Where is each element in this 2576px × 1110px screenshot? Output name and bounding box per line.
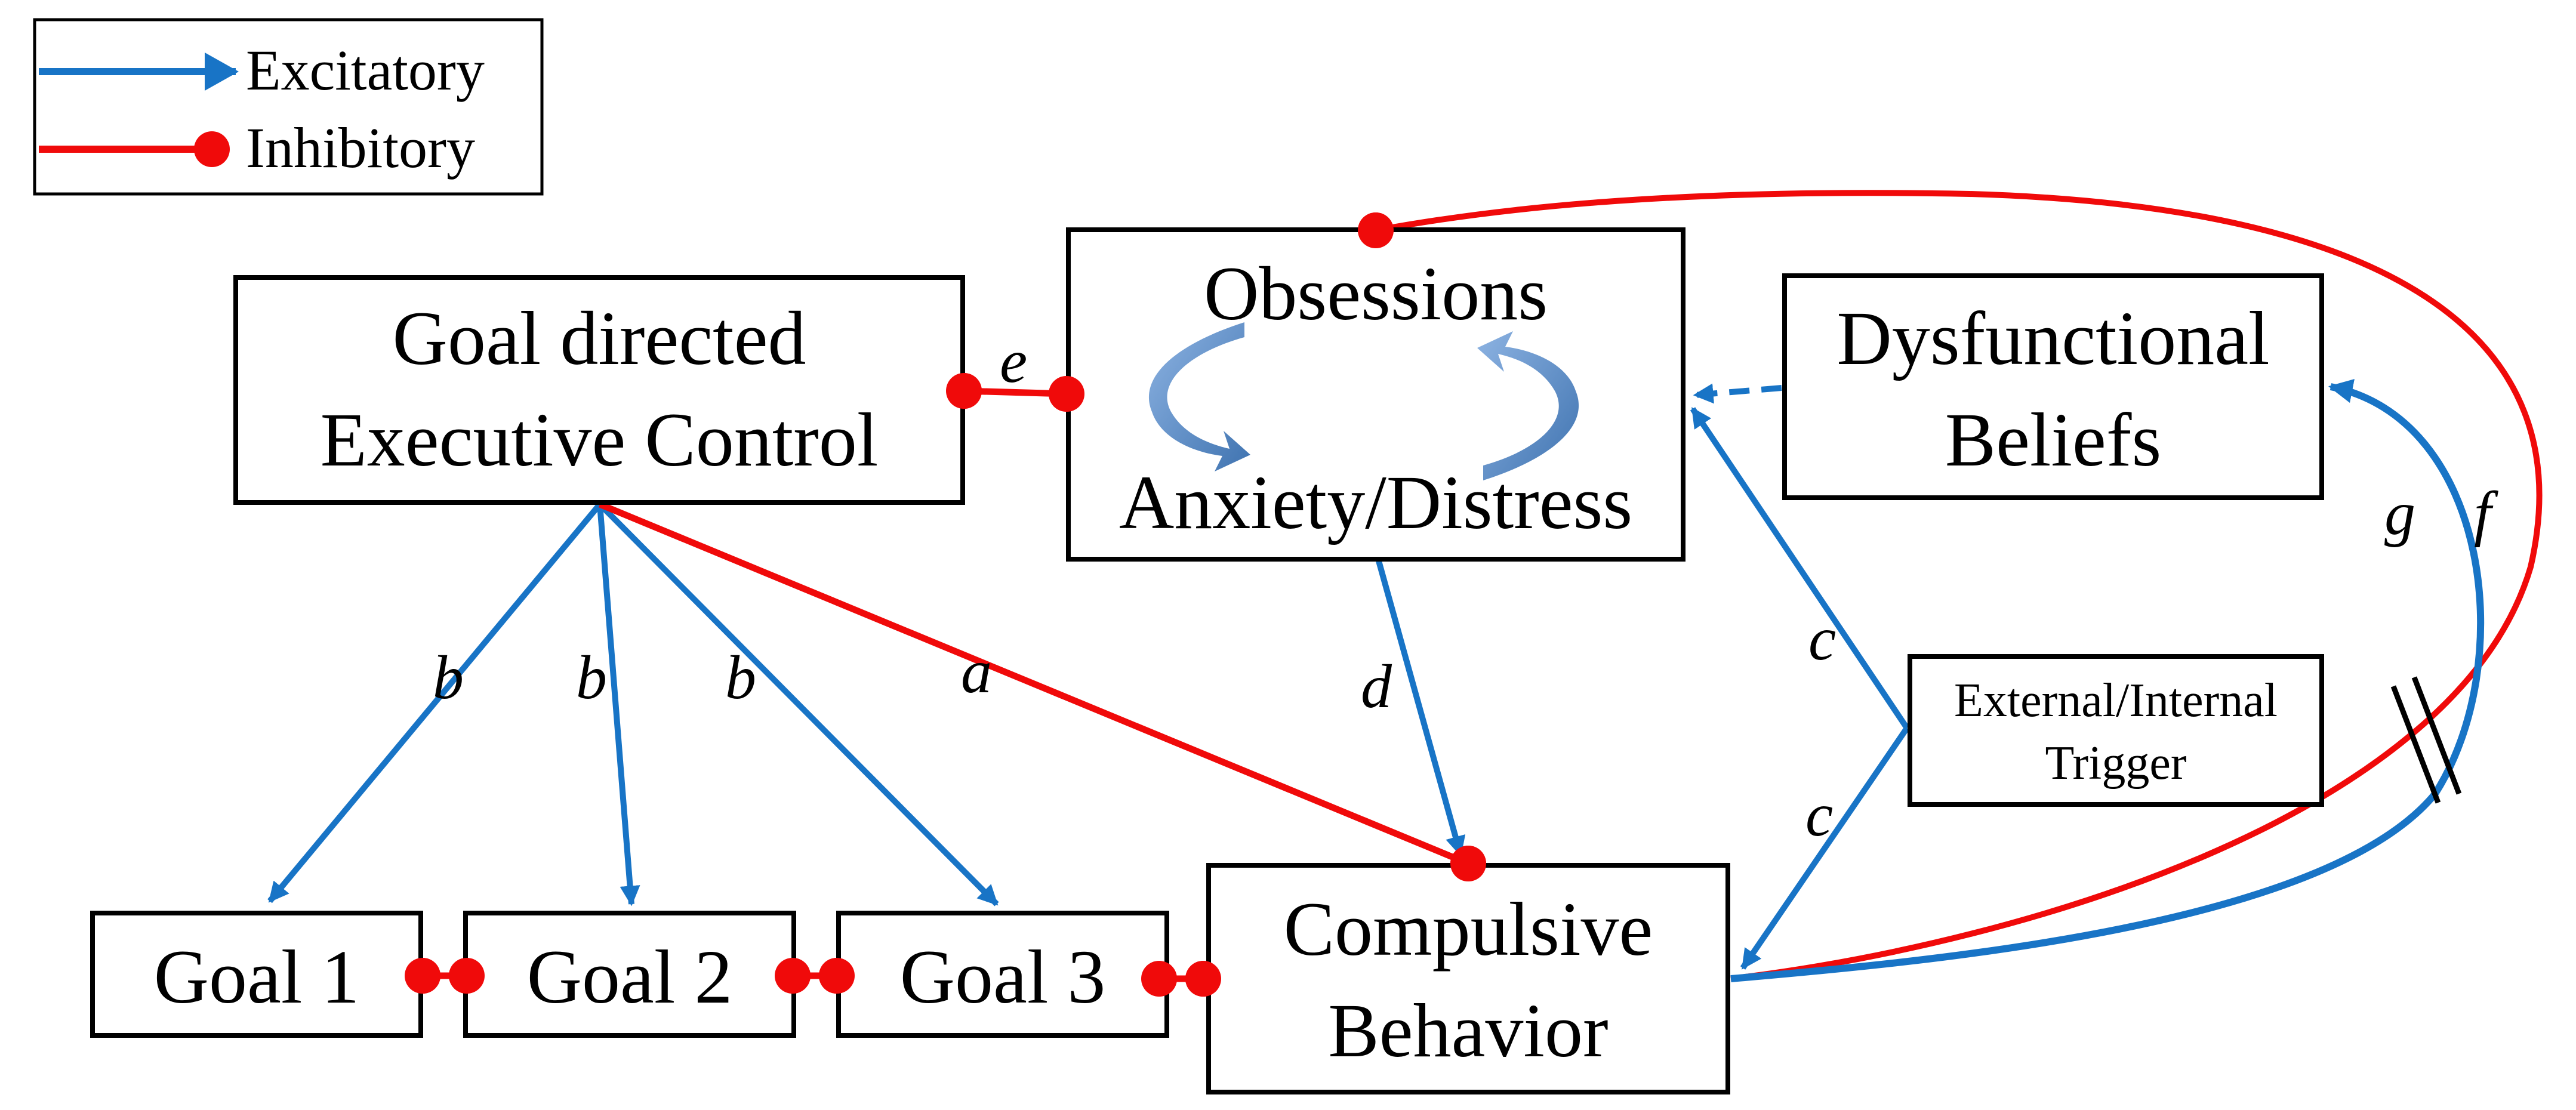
legend-inhibitory-label: Inhibitory <box>246 116 475 180</box>
label-b2: b <box>576 643 607 712</box>
edge-beliefs-dashed <box>1693 383 1782 404</box>
edge-a-inhibitory <box>598 501 1470 867</box>
legend-inhibitory-dot <box>194 131 230 167</box>
legend: Excitatory Inhibitory <box>33 18 544 196</box>
goal1-box <box>90 911 423 1038</box>
obsessions-box <box>1066 227 1686 562</box>
edge-c-lower <box>1740 726 1910 970</box>
legend-frame <box>33 18 544 196</box>
compulsive-box <box>1206 863 1730 1094</box>
label-g: g <box>2384 479 2415 548</box>
goal1-goal2-dot-right-top <box>449 958 485 994</box>
executive-control-box <box>233 275 965 505</box>
legend-excitatory-label: Excitatory <box>246 38 485 102</box>
beliefs-line2: Beliefs <box>1945 397 2162 482</box>
node-obsessions-anxiety: Obsessions Anxiety/Distress <box>1066 227 1686 562</box>
goal3-compulsive-dot-left-top <box>1141 961 1177 997</box>
label-c-upper: c <box>1808 605 1836 673</box>
edge-e-dot-right-top <box>1049 376 1084 412</box>
cycle-arrow-left-icon <box>1148 322 1250 471</box>
label-c-lower: c <box>1805 781 1833 849</box>
node-goal3: Goal 3 <box>836 911 1169 1038</box>
edge-g-break-mark-2 <box>2411 676 2462 795</box>
goal2-goal3-dot-right-top <box>819 958 855 994</box>
goal3-box <box>836 911 1169 1038</box>
trigger-line1: External/Internal <box>1954 674 2278 727</box>
edge-d-excitatory <box>1376 560 1466 857</box>
node-goal2: Goal 2 <box>463 911 796 1038</box>
legend-excitatory-arrowhead <box>205 53 239 91</box>
label-a: a <box>961 637 992 706</box>
edge-g-break-mark-1 <box>2390 685 2441 804</box>
edge-b-goal2 <box>597 504 640 906</box>
edge-labels: b b b a d e c c g f <box>433 327 2498 849</box>
label-b1: b <box>433 643 464 712</box>
node-dysfunctional-beliefs: Dysfunctional Beliefs <box>1782 273 2324 500</box>
goal1-label: Goal 1 <box>154 935 360 1019</box>
anxiety-distress-label: Anxiety/Distress <box>1119 460 1632 545</box>
label-b3: b <box>725 643 756 712</box>
beliefs-line1: Dysfunctional <box>1837 296 2269 381</box>
goal2-label: Goal 2 <box>527 935 733 1019</box>
node-trigger: External/Internal Trigger <box>1908 654 2324 807</box>
node-executive-control: Goal directed Executive Control <box>233 275 965 505</box>
executive-control-line1: Goal directed <box>393 296 806 381</box>
node-goal1: Goal 1 <box>90 911 423 1038</box>
edge-f-inhibitory <box>1375 190 2543 982</box>
goal1-goal2-dot-left-top <box>405 958 440 994</box>
obsessions-label: Obsessions <box>1204 251 1548 336</box>
goal3-label: Goal 3 <box>900 935 1106 1019</box>
trigger-box <box>1908 654 2324 807</box>
label-f: f <box>2474 479 2498 548</box>
edge-b-goal3 <box>597 502 999 906</box>
edge-f-dot-top <box>1358 212 1394 248</box>
compulsive-line1: Compulsive <box>1284 887 1653 972</box>
edge-g-excitatory <box>1730 379 2485 982</box>
edge-b-goal1 <box>267 502 602 904</box>
cycle-arrow-right-icon <box>1477 331 1579 480</box>
compulsive-line2: Behavior <box>1328 988 1608 1073</box>
trigger-line2: Trigger <box>2045 737 2186 790</box>
node-compulsive-behavior: Compulsive Behavior <box>1206 863 1730 1094</box>
goal2-goal3-dot-left-top <box>775 958 811 994</box>
edge-e-dot-left-top <box>946 373 982 409</box>
label-d: d <box>1361 652 1392 721</box>
edge-a-dot-top <box>1450 846 1486 881</box>
executive-control-line2: Executive Control <box>321 397 879 482</box>
beliefs-box <box>1782 273 2324 500</box>
label-e: e <box>1000 327 1027 396</box>
edge-c-upper <box>1690 407 1910 730</box>
goal3-compulsive-dot-right-top <box>1185 961 1221 997</box>
